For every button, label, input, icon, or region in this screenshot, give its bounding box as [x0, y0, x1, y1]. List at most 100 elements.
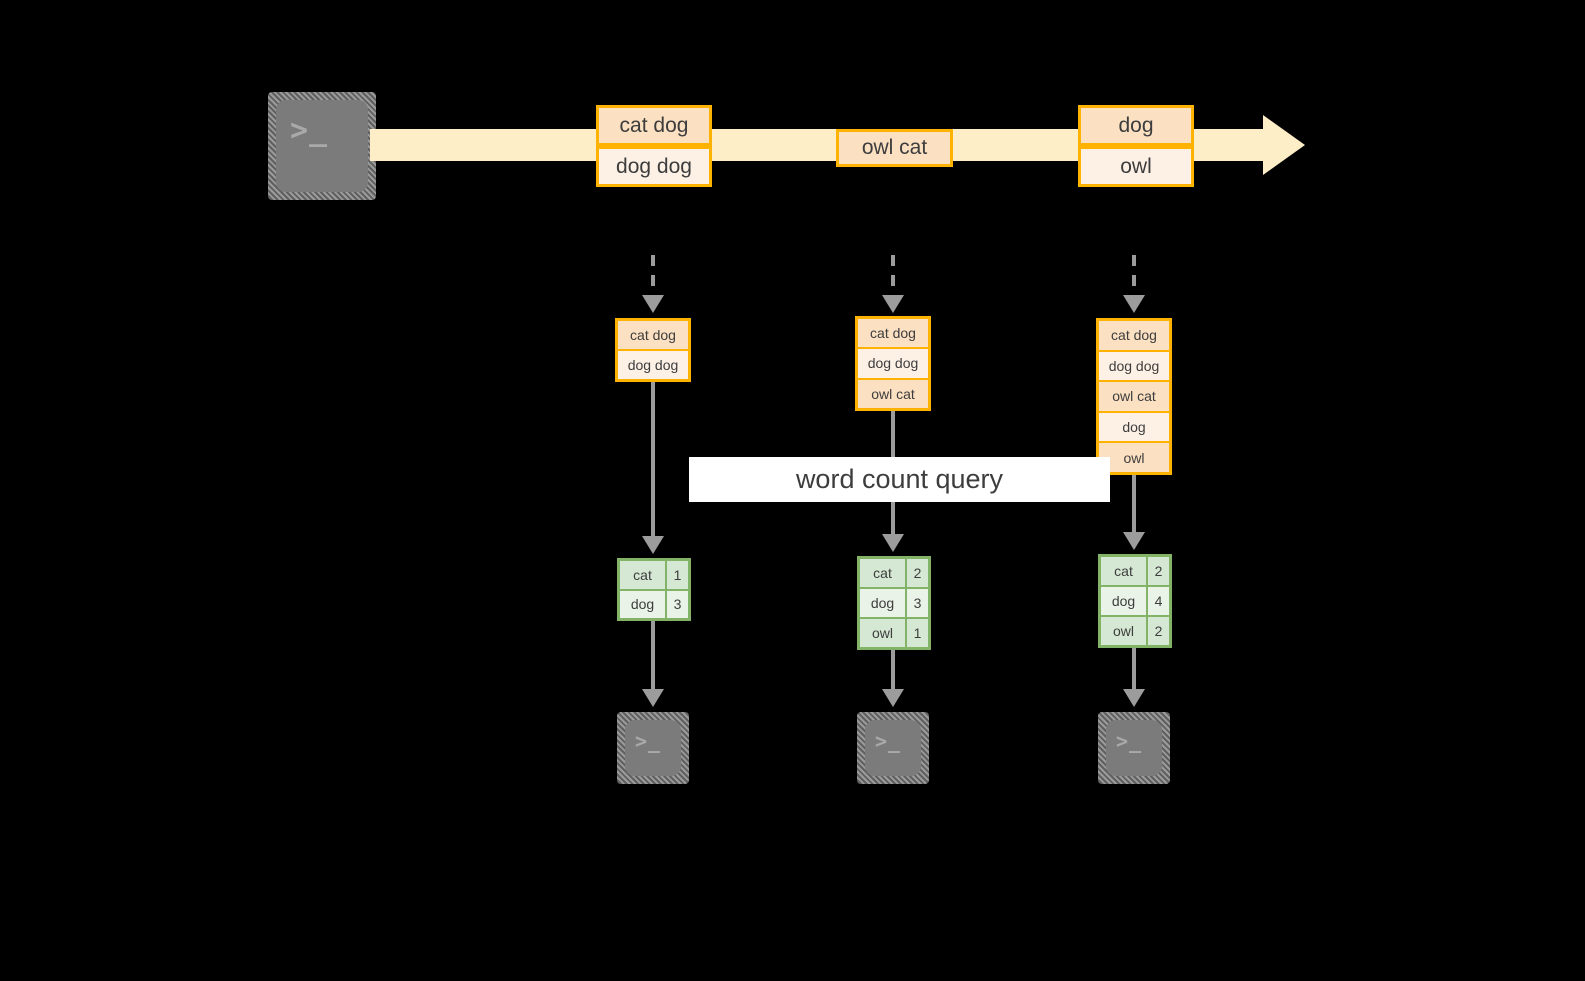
prompt-glyph: >_: [1116, 729, 1143, 753]
buffer-row-label: dog dog: [627, 357, 679, 373]
sink-terminal-icon: >_: [1098, 712, 1170, 784]
sink-terminal-icon: >_: [857, 712, 929, 784]
word-value: dog: [630, 596, 655, 613]
table-cell-count: 3: [907, 589, 928, 617]
stream-record-label: owl: [1120, 154, 1152, 178]
terminal-screen: >_: [276, 100, 368, 192]
word-value: cat: [633, 566, 652, 583]
source-terminal-icon: >_: [268, 92, 376, 200]
buffer-to-result-arrowhead: [642, 536, 664, 554]
result-table: cat 2 dog 4 owl 2: [1098, 554, 1172, 648]
buffer-row-label: owl cat: [871, 385, 915, 402]
word-value: dog: [1111, 593, 1136, 609]
table-cell-word: dog: [860, 589, 907, 617]
prompt-glyph: >_: [290, 113, 329, 148]
count-value: 3: [913, 595, 922, 611]
count-value: 1: [673, 566, 682, 583]
table-cell-count: 3: [667, 590, 688, 618]
table-row: dog 4: [1101, 587, 1169, 617]
buffer-row: owl: [1099, 443, 1169, 472]
table-cell-count: 2: [907, 559, 928, 587]
query-banner: word count query: [689, 457, 1110, 502]
buffer-stack: cat dog dog dog: [615, 318, 691, 382]
stream-to-buffer-arrowhead: [1123, 295, 1145, 313]
result-table: cat 2 dog 3 owl 1: [857, 556, 931, 650]
buffer-row: dog: [1099, 412, 1169, 444]
table-cell-word: cat: [1101, 557, 1148, 585]
stream-band-segment-4: [1187, 129, 1265, 161]
stream-band-segment-3: [948, 129, 1083, 161]
table-row: cat 2: [1101, 557, 1169, 587]
buffer-row: dog dog: [618, 351, 688, 379]
stream-record: owl: [1078, 146, 1194, 187]
table-cell-word: cat: [860, 559, 907, 587]
result-to-sink-connector: [1132, 648, 1136, 691]
count-value: 2: [1154, 563, 1163, 579]
buffer-to-result-connector: [1132, 475, 1136, 534]
stream-to-buffer-connector: [651, 255, 655, 297]
table-row: cat 1: [620, 561, 688, 591]
terminal-screen: >_: [865, 720, 921, 776]
buffer-row-label: cat dog: [870, 325, 916, 342]
count-value: 1: [913, 625, 922, 641]
word-value: owl: [1112, 623, 1134, 639]
word-value: dog: [870, 595, 895, 611]
result-to-sink-connector: [891, 650, 895, 691]
table-cell-count: 2: [1148, 617, 1169, 645]
table-cell-word: owl: [860, 619, 907, 647]
table-cell-count: 1: [667, 561, 688, 589]
table-cell-count: 2: [1148, 557, 1169, 585]
buffer-row: dog dog: [1099, 351, 1169, 383]
buffer-row-label: dog dog: [1108, 357, 1160, 374]
buffer-row: owl cat: [858, 379, 928, 408]
buffer-row: cat dog: [618, 321, 688, 351]
buffer-row: cat dog: [1099, 321, 1169, 352]
buffer-row-label: cat dog: [1111, 327, 1157, 344]
count-value: 3: [673, 596, 682, 613]
stream-record: dog: [1078, 105, 1194, 146]
prompt-glyph: >_: [875, 729, 902, 753]
buffer-to-result-arrowhead: [1123, 532, 1145, 550]
stream-record: owl cat: [836, 129, 953, 167]
terminal-screen: >_: [1106, 720, 1162, 776]
stream-arrowhead: [1263, 115, 1305, 175]
stream-band-segment-1: [370, 129, 602, 161]
stream-record: dog dog: [596, 146, 712, 187]
stream-record-label: dog dog: [616, 154, 692, 178]
count-value: 4: [1154, 593, 1163, 609]
prompt-glyph: >_: [635, 729, 662, 753]
table-row: owl 1: [860, 619, 928, 647]
result-to-sink-arrowhead: [642, 689, 664, 707]
table-cell-count: 1: [907, 619, 928, 647]
buffer-row: dog dog: [858, 349, 928, 380]
stream-to-buffer-connector: [891, 255, 895, 297]
word-value: cat: [873, 565, 892, 581]
result-to-sink-arrowhead: [882, 689, 904, 707]
stream-band-segment-2: [706, 129, 842, 161]
table-cell-word: dog: [1101, 587, 1148, 615]
query-banner-label: word count query: [795, 464, 1004, 494]
table-cell-word: cat: [620, 561, 667, 589]
buffer-row-label: owl cat: [1112, 388, 1156, 405]
sink-terminal-icon: >_: [617, 712, 689, 784]
table-row: owl 2: [1101, 617, 1169, 645]
table-cell-word: dog: [620, 590, 667, 618]
count-value: 2: [913, 565, 922, 581]
buffer-row: owl cat: [1099, 382, 1169, 413]
buffer-to-result-arrowhead: [882, 534, 904, 552]
result-to-sink-arrowhead: [1123, 689, 1145, 707]
stream-record-label: cat dog: [619, 113, 689, 137]
table-row: cat 2: [860, 559, 928, 589]
buffer-row-label: dog dog: [867, 355, 919, 372]
table-row: dog 3: [860, 589, 928, 619]
table-cell-word: owl: [1101, 617, 1148, 645]
stream-to-buffer-arrowhead: [642, 295, 664, 313]
buffer-row-label: dog: [1122, 419, 1146, 436]
table-row: dog 3: [620, 590, 688, 618]
table-cell-count: 4: [1148, 587, 1169, 615]
word-value: owl: [871, 625, 893, 641]
buffer-row-label: cat dog: [630, 327, 676, 343]
stream-record-label: owl cat: [861, 136, 928, 159]
stream-to-buffer-arrowhead: [882, 295, 904, 313]
